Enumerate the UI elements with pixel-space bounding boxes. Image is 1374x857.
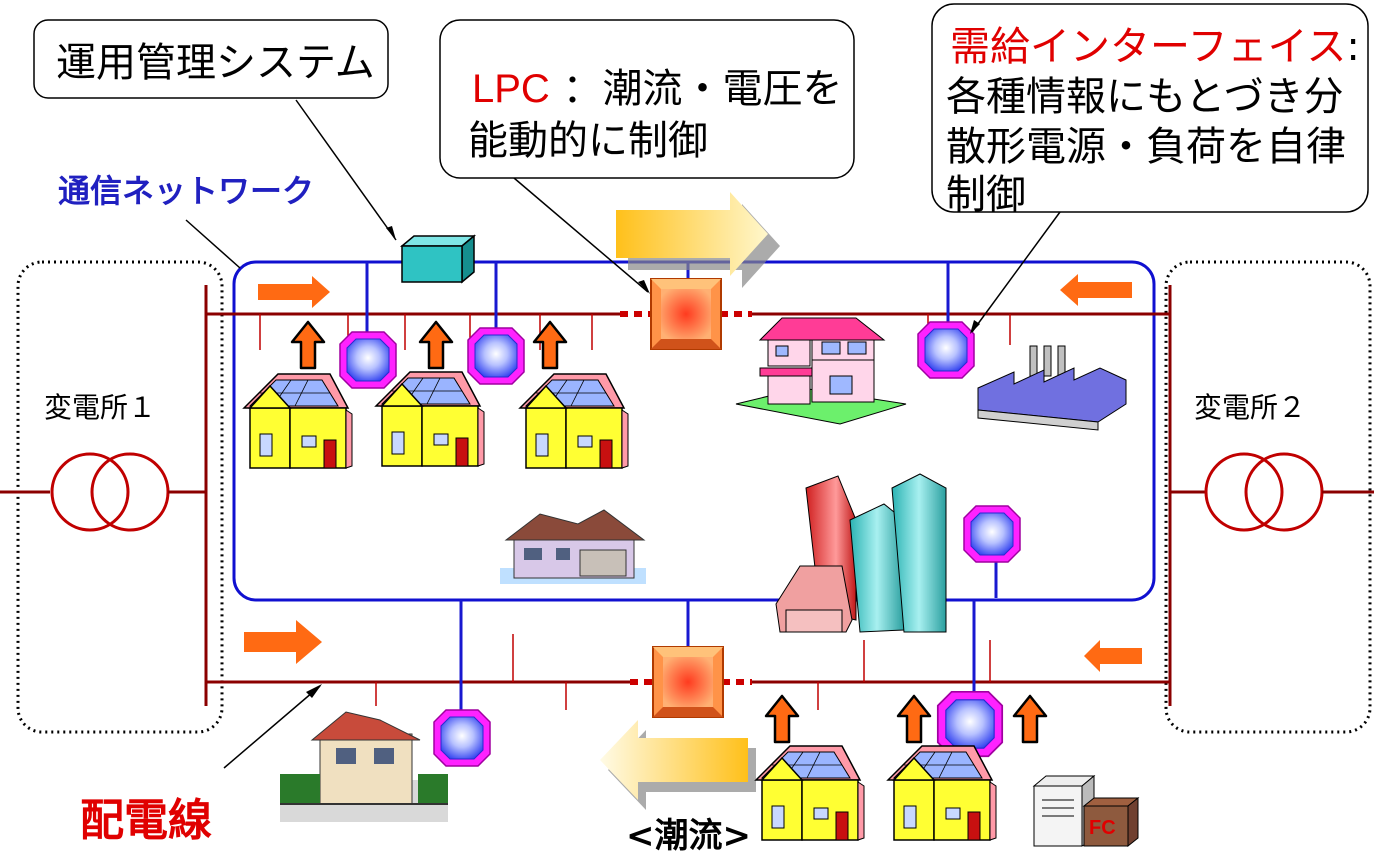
commercial-buildings-icon bbox=[775, 473, 947, 633]
lpc-callout-line2: 能動的に制御 bbox=[468, 118, 708, 164]
interface-callout-line3: 散形電源・負荷を自律 bbox=[946, 124, 1346, 170]
residence-icon bbox=[280, 711, 448, 822]
up-arrow-icon bbox=[896, 694, 932, 744]
ops-callout-text: 運用管理システム bbox=[56, 40, 375, 86]
interface-pointer-line bbox=[971, 211, 1061, 333]
up-arrow-icon bbox=[418, 320, 454, 370]
up-arrow-icon bbox=[764, 694, 800, 744]
operation-system-server-icon bbox=[399, 234, 477, 284]
solar-house-icon bbox=[243, 373, 353, 469]
up-arrow-icon bbox=[532, 320, 568, 370]
interface-callout-line1: 需給インターフェイス: bbox=[950, 14, 1360, 72]
fuel-cell-unit-icon bbox=[1032, 774, 1140, 848]
substation2-label: 変電所２ bbox=[1194, 391, 1307, 424]
fuel-cell-label: FC bbox=[1089, 817, 1116, 839]
flow-arrow-left-lower bbox=[1084, 640, 1142, 672]
substation1-label: 変電所１ bbox=[44, 391, 157, 424]
pink-house-icon bbox=[735, 317, 907, 425]
power-flow-label: <潮流> bbox=[626, 816, 751, 856]
substation1-box bbox=[16, 260, 224, 734]
interface-callout-head: 需給インターフェイス bbox=[950, 24, 1347, 70]
lpc-upper-icon bbox=[650, 278, 722, 350]
network-pointer-line bbox=[185, 219, 241, 269]
lpc-callout-line1: LPC ：潮流・電圧を bbox=[472, 56, 843, 114]
lower-distribution-line bbox=[206, 634, 1170, 710]
transformer-2-icon bbox=[1170, 452, 1374, 532]
lpc-callout-head: LPC bbox=[472, 67, 550, 111]
interface-callout-box bbox=[931, 3, 1369, 213]
ops-callout-box bbox=[33, 19, 389, 99]
flow-arrow-right-upper bbox=[258, 276, 330, 308]
upper-distribution-line bbox=[206, 311, 1170, 350]
demand-interface-icon bbox=[339, 331, 397, 389]
demand-interface-icon bbox=[963, 505, 1021, 563]
lpc-lower-icon bbox=[652, 646, 724, 718]
solar-house-icon bbox=[887, 745, 997, 841]
up-arrow-icon bbox=[290, 320, 326, 370]
lpc-callout-rest: ：潮流・電圧を bbox=[562, 66, 843, 112]
interface-callout-line2: 各種情報にもとづき分 bbox=[946, 74, 1344, 120]
transformer-1-icon bbox=[0, 452, 206, 532]
solar-house-icon bbox=[755, 745, 865, 841]
solar-house-icon bbox=[519, 373, 629, 469]
lpc-pointer-line bbox=[513, 177, 649, 293]
big-flow-arrow-right bbox=[616, 192, 780, 288]
interface-callout-colon: : bbox=[1346, 24, 1360, 70]
demand-interface-icon bbox=[433, 709, 491, 767]
large-house-icon bbox=[500, 509, 646, 584]
up-arrow-icon bbox=[1012, 694, 1048, 744]
flow-arrow-right-lower bbox=[244, 620, 322, 664]
big-flow-arrow-left bbox=[600, 720, 756, 810]
distribution-line-label: 配電線 bbox=[80, 795, 212, 846]
network-label: 通信ネットワーク bbox=[58, 172, 315, 210]
interface-callout-line4: 制御 bbox=[946, 172, 1026, 218]
substation2-box bbox=[1164, 260, 1372, 734]
demand-interface-icon bbox=[917, 321, 975, 379]
flow-arrow-left-upper bbox=[1060, 274, 1132, 306]
distribution-pointer-line bbox=[223, 685, 321, 769]
communication-links bbox=[365, 262, 998, 712]
lpc-callout-box bbox=[439, 19, 855, 179]
demand-interface-icon bbox=[467, 327, 525, 385]
factory-icon bbox=[977, 345, 1127, 431]
solar-house-icon bbox=[375, 371, 485, 467]
ops-pointer-line bbox=[295, 99, 397, 241]
